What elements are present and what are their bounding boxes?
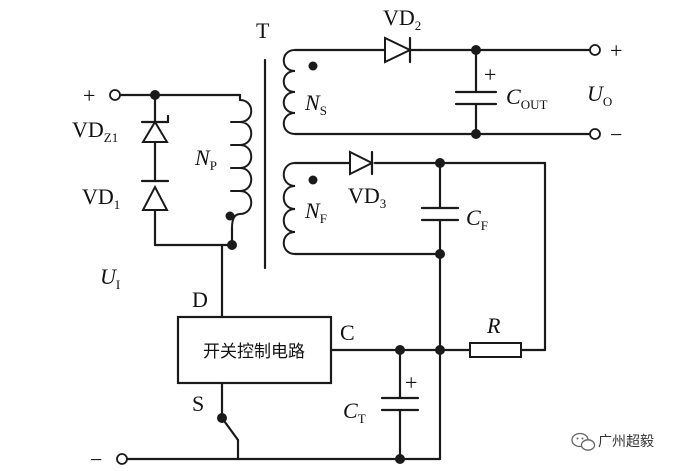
node-cout-bottom	[471, 129, 481, 139]
secondary-winding-ns	[282, 49, 296, 135]
control-circuit-label: 开关控制电路	[203, 342, 305, 362]
label-pin-c: C	[340, 320, 355, 345]
watermark-text: 广州超毅	[598, 433, 654, 450]
primary-winding	[230, 99, 253, 229]
feedback-wiring	[293, 161, 442, 461]
resistor-r	[469, 342, 522, 358]
control-wiring	[125, 161, 547, 461]
node-cout-top	[471, 45, 481, 55]
input-plus-terminal	[109, 89, 121, 101]
capacitor-ct	[380, 396, 420, 412]
label-r: R	[486, 313, 501, 338]
diode-vd2	[384, 36, 422, 64]
feedback-winding-nf	[282, 162, 296, 255]
wechat-icon	[571, 432, 596, 451]
label-output-plus: +	[610, 38, 622, 63]
control-circuit-block	[176, 315, 333, 385]
label-output-minus: −	[610, 122, 622, 147]
nf-polarity-dot	[308, 175, 318, 185]
label-nf: NF	[304, 198, 327, 226]
zener-diode-vdz1	[140, 114, 170, 143]
node-drain	[227, 240, 237, 250]
label-vd3: VD3	[348, 183, 386, 211]
label-ns: NS	[304, 90, 327, 118]
primary-polarity-dot	[225, 211, 235, 221]
output-plus-terminal	[589, 44, 601, 56]
output-minus-terminal	[589, 128, 601, 140]
label-cout: COUT	[506, 84, 547, 112]
node-ct-top	[395, 345, 405, 355]
label-transformer: T	[256, 18, 270, 43]
label-pin-d: D	[192, 287, 208, 312]
node-input-top	[150, 90, 160, 100]
label-vd2: VD2	[383, 5, 421, 33]
node-source	[217, 413, 227, 423]
label-pin-s: S	[192, 391, 204, 416]
label-cf: CF	[466, 205, 488, 233]
diode-vd1	[140, 179, 170, 211]
label-ui: UI	[100, 264, 120, 292]
label-ct: CT	[343, 398, 366, 426]
label-cout-plus: +	[484, 62, 496, 87]
primary-wiring	[118, 93, 242, 319]
diode-vd3	[349, 150, 375, 176]
label-np: NP	[194, 145, 217, 173]
label-vd1: VD1	[82, 184, 120, 212]
ns-polarity-dot	[308, 61, 318, 71]
label-input-plus: +	[83, 83, 95, 108]
label-vdz1: VDZ1	[72, 117, 118, 145]
node-control-join	[435, 345, 445, 355]
label-uo: UO	[587, 81, 612, 109]
node-ct-bottom	[395, 454, 405, 464]
capacitor-cout	[454, 90, 498, 106]
label-input-minus: −	[90, 447, 102, 471]
input-minus-terminal	[116, 453, 128, 465]
node-cf-bottom	[435, 249, 445, 259]
secondary-output-wiring	[293, 48, 592, 136]
label-ct-plus: +	[405, 370, 417, 395]
capacitor-cf	[420, 206, 460, 222]
